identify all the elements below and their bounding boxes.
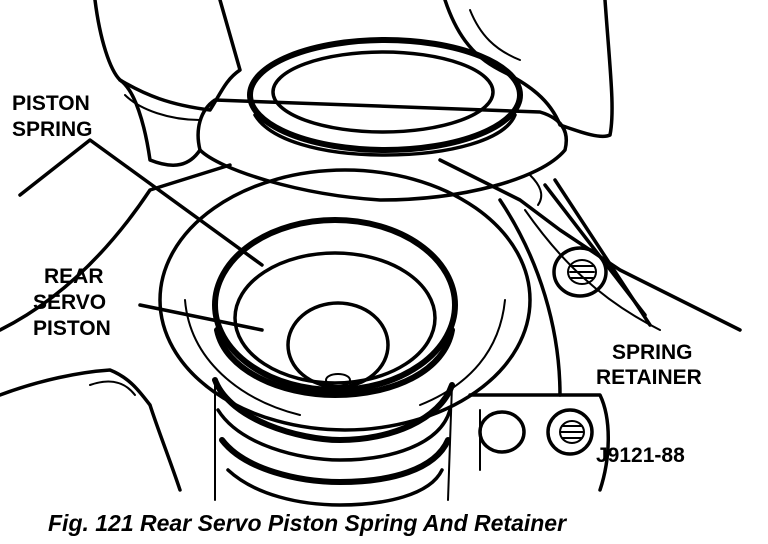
servo-bore [158,168,532,432]
label-rear-servo-piston-line-2: SERVO [33,291,106,314]
label-rear-servo-piston-line-1: REAR [44,265,104,288]
spring-retainer-part [196,37,568,206]
label-rear-servo-piston-line-3: PISTON [33,317,111,340]
leader-lines [18,138,652,332]
figure-caption: Fig. 121 Rear Servo Piston Spring And Re… [48,510,567,536]
rear-servo-piston [212,217,458,398]
threaded-hole-upper [552,246,608,298]
label-piston-spring-line-1: PISTON [12,92,90,115]
hands [93,0,614,167]
label-spring-retainer-line-1: SPRING [612,341,693,364]
threaded-hole-lower [546,408,594,456]
figure-code: J9121-88 [596,444,685,467]
label-piston-spring-line-2: SPRING [12,118,93,141]
label-spring-retainer-line-2: RETAINER [596,366,702,389]
spring-coils [212,377,455,507]
